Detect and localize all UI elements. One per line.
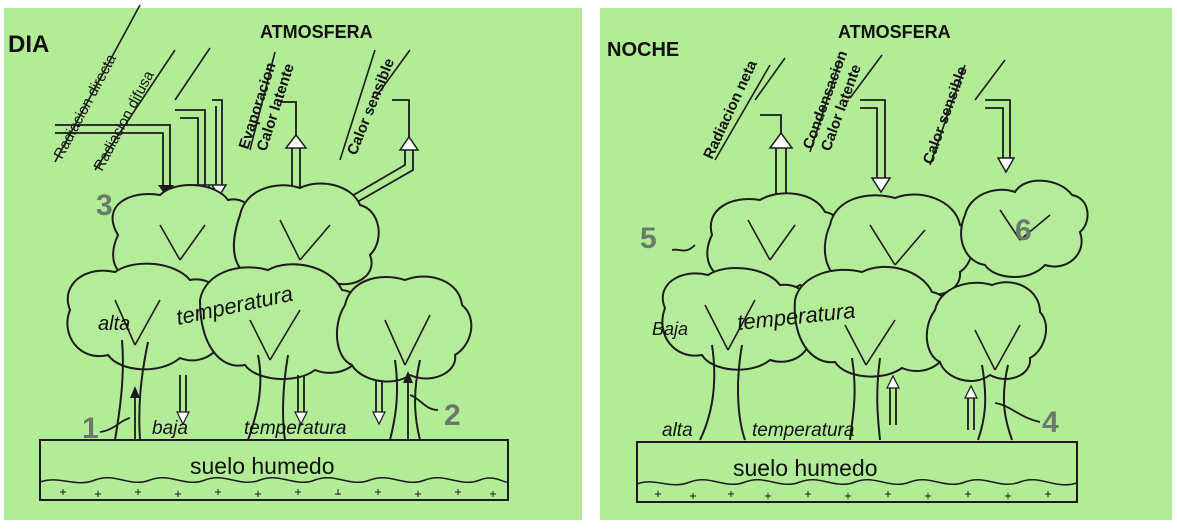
day-number-3: 3 (96, 189, 113, 222)
night-ground-text-2: temperatura (752, 420, 854, 441)
day-canopy-text-1: alta (98, 313, 130, 335)
night-atmosphere-label: ATMOSFERA (838, 22, 951, 42)
night-number-5: 5 (640, 222, 657, 255)
day-number-2: 2 (444, 399, 461, 432)
day-atmosphere-label: ATMOSFERA (260, 22, 373, 42)
night-lower-canopies (662, 267, 1046, 381)
day-soil-label: suelo humedo (190, 453, 335, 479)
night-soil: suelo humedo (637, 442, 1077, 502)
night-ground-text-1: alta (662, 420, 693, 441)
day-ground-text-1: baja (152, 418, 188, 439)
day-title: DIA (8, 31, 49, 58)
night-number-4: 4 (1042, 406, 1059, 439)
night-title: NOCHE (607, 39, 679, 61)
night-soil-label: suelo humedo (733, 455, 878, 481)
day-ground-text-2: temperatura (244, 418, 346, 439)
night-number-6: 6 (1015, 214, 1032, 247)
day-soil: suelo humedo (40, 440, 508, 500)
night-canopy-text-1: Baja (652, 319, 688, 339)
